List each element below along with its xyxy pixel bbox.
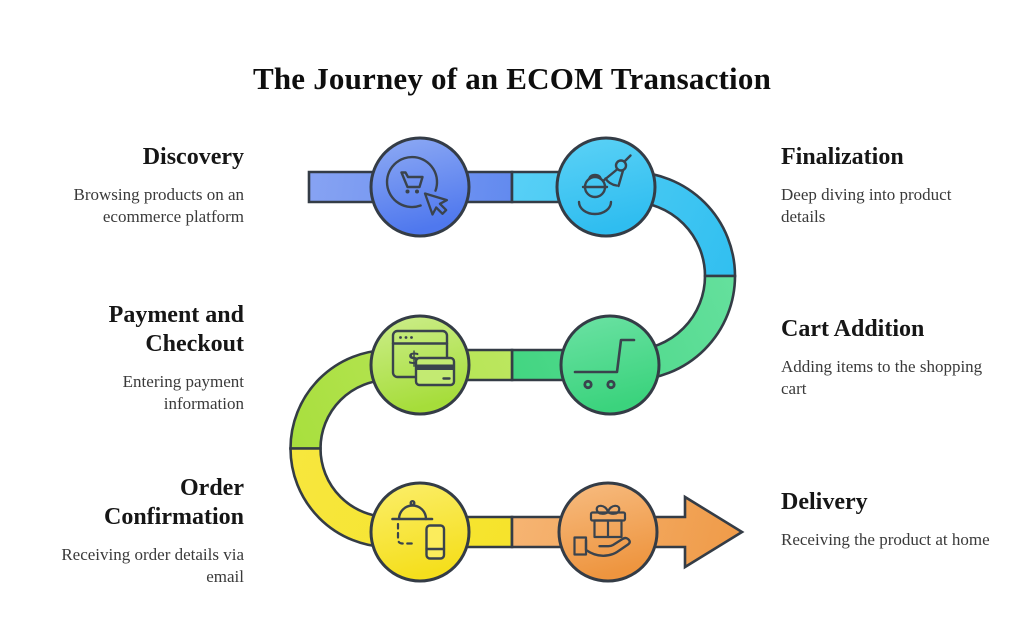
- stage-text-delivery: Delivery Receiving the product at home: [781, 488, 996, 551]
- stage-heading-payment-checkout: Payment and Checkout: [108, 302, 244, 357]
- stage-heading-order-confirmation: Order Confirmation: [104, 475, 244, 530]
- circle-order-confirmation: [369, 481, 471, 583]
- stage-heading-finalization: Finalization: [781, 144, 904, 170]
- stage-description-cart-addition: Adding items to the shopping cart: [781, 357, 983, 398]
- stage-text-cart-addition: Cart Addition Adding items to the shoppi…: [781, 315, 996, 399]
- stage-description-finalization: Deep diving into product details: [781, 185, 952, 226]
- cart-with-cursor-icon: [385, 155, 449, 216]
- payment-window-card-icon: $: [391, 329, 456, 387]
- stage-description-order-confirmation: Receiving order details via email: [61, 545, 244, 586]
- stage-text-finalization: Finalization Deep diving into product de…: [781, 143, 996, 227]
- flow-band: [289, 170, 745, 570]
- stage-text-order-confirmation: Order Confirmation Receiving order detai…: [39, 474, 244, 587]
- stage-heading-discovery: Discovery: [142, 144, 244, 170]
- stage-description-payment-checkout: Entering payment information: [122, 372, 244, 413]
- stage-description-delivery: Receiving the product at home: [781, 530, 990, 549]
- stage-heading-delivery: Delivery: [781, 489, 868, 515]
- stage-heading-cart-addition: Cart Addition: [781, 316, 925, 342]
- gift-on-hand-icon: [573, 504, 631, 557]
- shopping-cart-icon: [573, 338, 636, 390]
- stage-icons: $: [385, 154, 636, 560]
- stage-text-payment-checkout: Payment and Checkout Entering payment in…: [39, 301, 244, 414]
- circle-cart-addition: [559, 314, 661, 416]
- person-inspecting-icon: [577, 154, 632, 216]
- stage-description-discovery: Browsing products on an ecommerce platfo…: [73, 185, 244, 226]
- stage-text-discovery: Discovery Browsing products on an ecomme…: [39, 143, 244, 227]
- dish-and-phone-icon: [391, 500, 446, 560]
- page-title: The Journey of an ECOM Transaction: [252, 61, 772, 96]
